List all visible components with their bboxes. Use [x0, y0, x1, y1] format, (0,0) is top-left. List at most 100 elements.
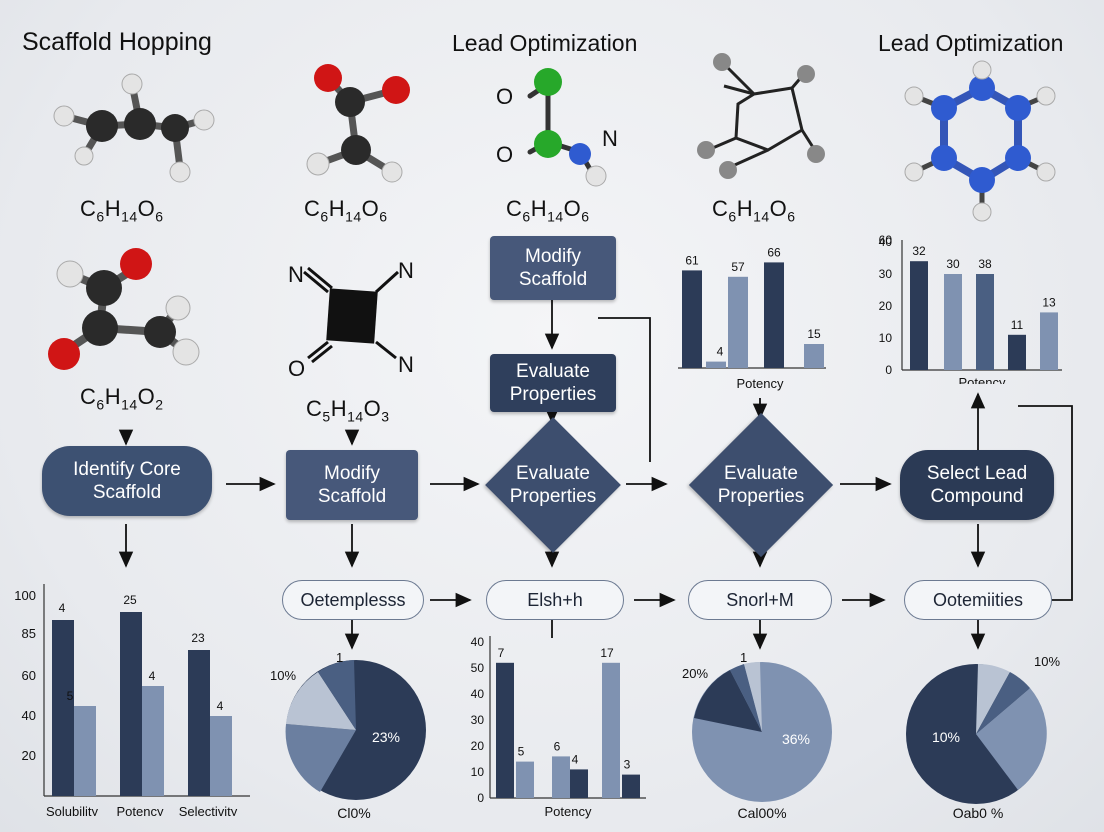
- axis-label: Potency: [959, 375, 1006, 384]
- pie-slice: [285, 724, 356, 792]
- bar-value-label: 25: [123, 593, 137, 607]
- formula-label: C5H14O3: [306, 396, 390, 425]
- x-tick-label: Solubility: [46, 804, 99, 816]
- molecule-bicyclic: [697, 53, 825, 179]
- molecule-pyrazine-ring: [904, 60, 1056, 222]
- y-tick-label: 20: [879, 299, 893, 313]
- bar-value-label: 11: [1011, 318, 1024, 332]
- molecule-acetic-acid: [48, 248, 200, 370]
- bar-value-label: 4: [149, 669, 156, 683]
- outcome-pill: Snorl+M: [688, 580, 832, 620]
- bar: [120, 612, 142, 796]
- bar-value-label: 6: [554, 739, 561, 753]
- y-tick-label: 30: [471, 713, 485, 727]
- y-tick-label: 40: [471, 635, 485, 649]
- pie-label: 10%: [1034, 654, 1060, 669]
- modify-scaffold-node: Modify Scaffold: [286, 450, 418, 520]
- bar: [210, 716, 232, 796]
- molecule-square-diamine: [303, 266, 400, 364]
- y-tick-label: 10: [879, 331, 893, 345]
- pie-label: Cal00%: [737, 805, 786, 821]
- bar: [570, 769, 588, 798]
- atom-label-o: O: [496, 142, 514, 167]
- y-tick-label: 20: [471, 739, 485, 753]
- bar: [1040, 312, 1058, 370]
- bar-value-label: 32: [912, 244, 926, 258]
- bar-value-label: 4: [717, 345, 724, 359]
- bar: [516, 761, 534, 798]
- y-tick-label: 60: [22, 668, 36, 683]
- atom-label-n: N: [288, 262, 304, 287]
- bar: [602, 662, 620, 798]
- pie-slice: [694, 670, 762, 732]
- pie-slice: [976, 688, 1047, 790]
- bar-chart-top-left: Potency 61 4 57 66 15: [678, 246, 826, 391]
- bar-value-label: 23: [191, 631, 205, 645]
- formula-label: C6H14O6: [80, 196, 164, 225]
- evaluate-properties-top-node: Evaluate Properties: [490, 354, 616, 412]
- pie-chart-2: 20% 1 36% Cal00%: [682, 650, 832, 821]
- pie-label: 1: [740, 650, 747, 665]
- pie-label: Oab0 %: [953, 805, 1004, 821]
- modify-scaffold-top-node: Modify Scaffold: [490, 236, 616, 300]
- y-tick-label: 30: [879, 267, 893, 281]
- bar-value-label: 61: [685, 253, 699, 267]
- bar: [188, 650, 210, 796]
- evaluate-properties-label: Evaluate Properties: [717, 463, 805, 507]
- title-lead-optimization-center: Lead Optimization: [452, 30, 638, 56]
- bar: [496, 662, 514, 798]
- y-tick-label: 40: [22, 708, 36, 723]
- formula-label: C6H14O6: [712, 196, 796, 225]
- outcome-pill: Elsh+h: [486, 580, 624, 620]
- bar-value-label: 15: [807, 327, 821, 341]
- formula-label: C6H14O6: [506, 196, 590, 225]
- y-tick-label: 20: [22, 748, 36, 763]
- atom-label-n: N: [398, 352, 414, 377]
- pie-label: 20%: [682, 666, 708, 681]
- bar-value-label: 38: [978, 257, 992, 271]
- pie-label: 36%: [782, 731, 810, 747]
- title-lead-optimization-right: Lead Optimization: [878, 30, 1064, 56]
- bar: [1008, 334, 1026, 370]
- bar-value-label: 17: [600, 646, 614, 660]
- bar: [682, 270, 702, 368]
- y-tick-label: 40: [879, 235, 893, 249]
- bar: [764, 262, 784, 368]
- outcome-pill: Oetemplesss: [282, 580, 424, 620]
- molecule-carboxylic-acid: [306, 64, 410, 183]
- pie-slice: [318, 660, 356, 730]
- bar-value-label: 4: [59, 601, 66, 615]
- bar-value-label: 57: [731, 260, 745, 274]
- evaluate-properties-label: Evaluate Properties: [509, 463, 597, 507]
- bar-value-label: 5: [67, 689, 74, 703]
- pie-label: 10%: [932, 729, 960, 745]
- y-tick-label: 60: [879, 234, 893, 247]
- bar-value-label: 4: [572, 752, 579, 766]
- bar-value-label: 66: [767, 246, 781, 259]
- pie-label: Cl0%: [337, 805, 370, 821]
- y-tick-label: 40: [471, 687, 485, 701]
- pie-chart-1: 10% 1 23% Cl0%: [270, 650, 426, 821]
- bar: [52, 620, 74, 796]
- y-tick-label: 0: [885, 363, 892, 377]
- y-tick-label: 50: [471, 661, 485, 675]
- pie-slice: [286, 672, 356, 730]
- bar: [142, 686, 164, 796]
- bar-value-label: 30: [946, 257, 960, 271]
- evaluate-properties-diamond-2: Evaluate Properties: [688, 412, 834, 558]
- bar-value-label: 7: [498, 646, 505, 660]
- bar: [944, 274, 962, 370]
- bar-value-label: 3: [624, 758, 631, 772]
- axis-label: Potency: [737, 376, 784, 391]
- atom-label-o: O: [288, 356, 306, 381]
- molecule-ethylene: [53, 73, 215, 183]
- formula-label: C6H14O6: [304, 196, 388, 225]
- molecule-chloro-nitro: [527, 68, 607, 187]
- bar-value-label: 13: [1042, 295, 1056, 309]
- x-tick-label: Potency: [117, 804, 164, 816]
- bar: [552, 756, 570, 798]
